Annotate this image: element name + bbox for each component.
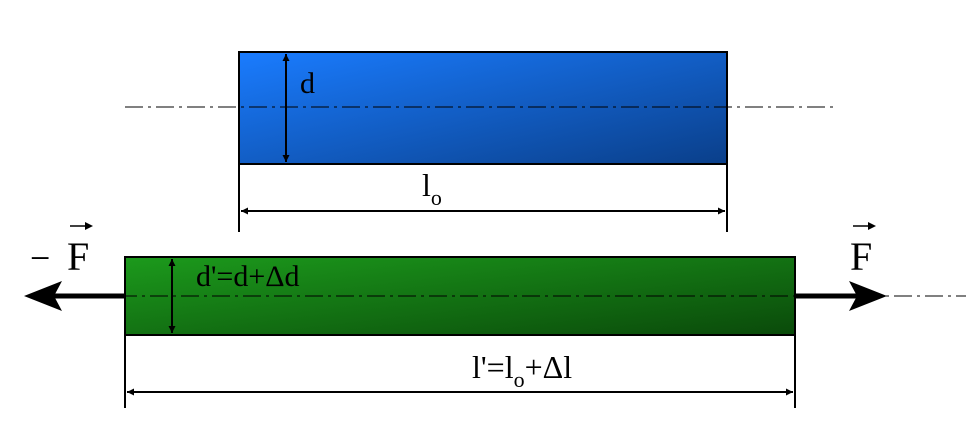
- force-left-sign: −: [30, 238, 50, 278]
- force-right-vector-arrow: [853, 222, 876, 230]
- force-left-arrowhead: [24, 281, 62, 311]
- force-left-label: F: [67, 234, 89, 279]
- original-diameter-label: d: [300, 67, 315, 100]
- original-length-label: lo: [422, 167, 442, 210]
- stretched-length-label: l'=lo+Δl: [472, 349, 572, 392]
- force-right-arrowhead: [849, 281, 887, 311]
- original-bar: [238, 51, 728, 165]
- stretched-diameter-label: d'=d+Δd: [196, 260, 300, 293]
- force-right-label: F: [850, 234, 872, 279]
- force-left-vector-arrow: [70, 222, 93, 230]
